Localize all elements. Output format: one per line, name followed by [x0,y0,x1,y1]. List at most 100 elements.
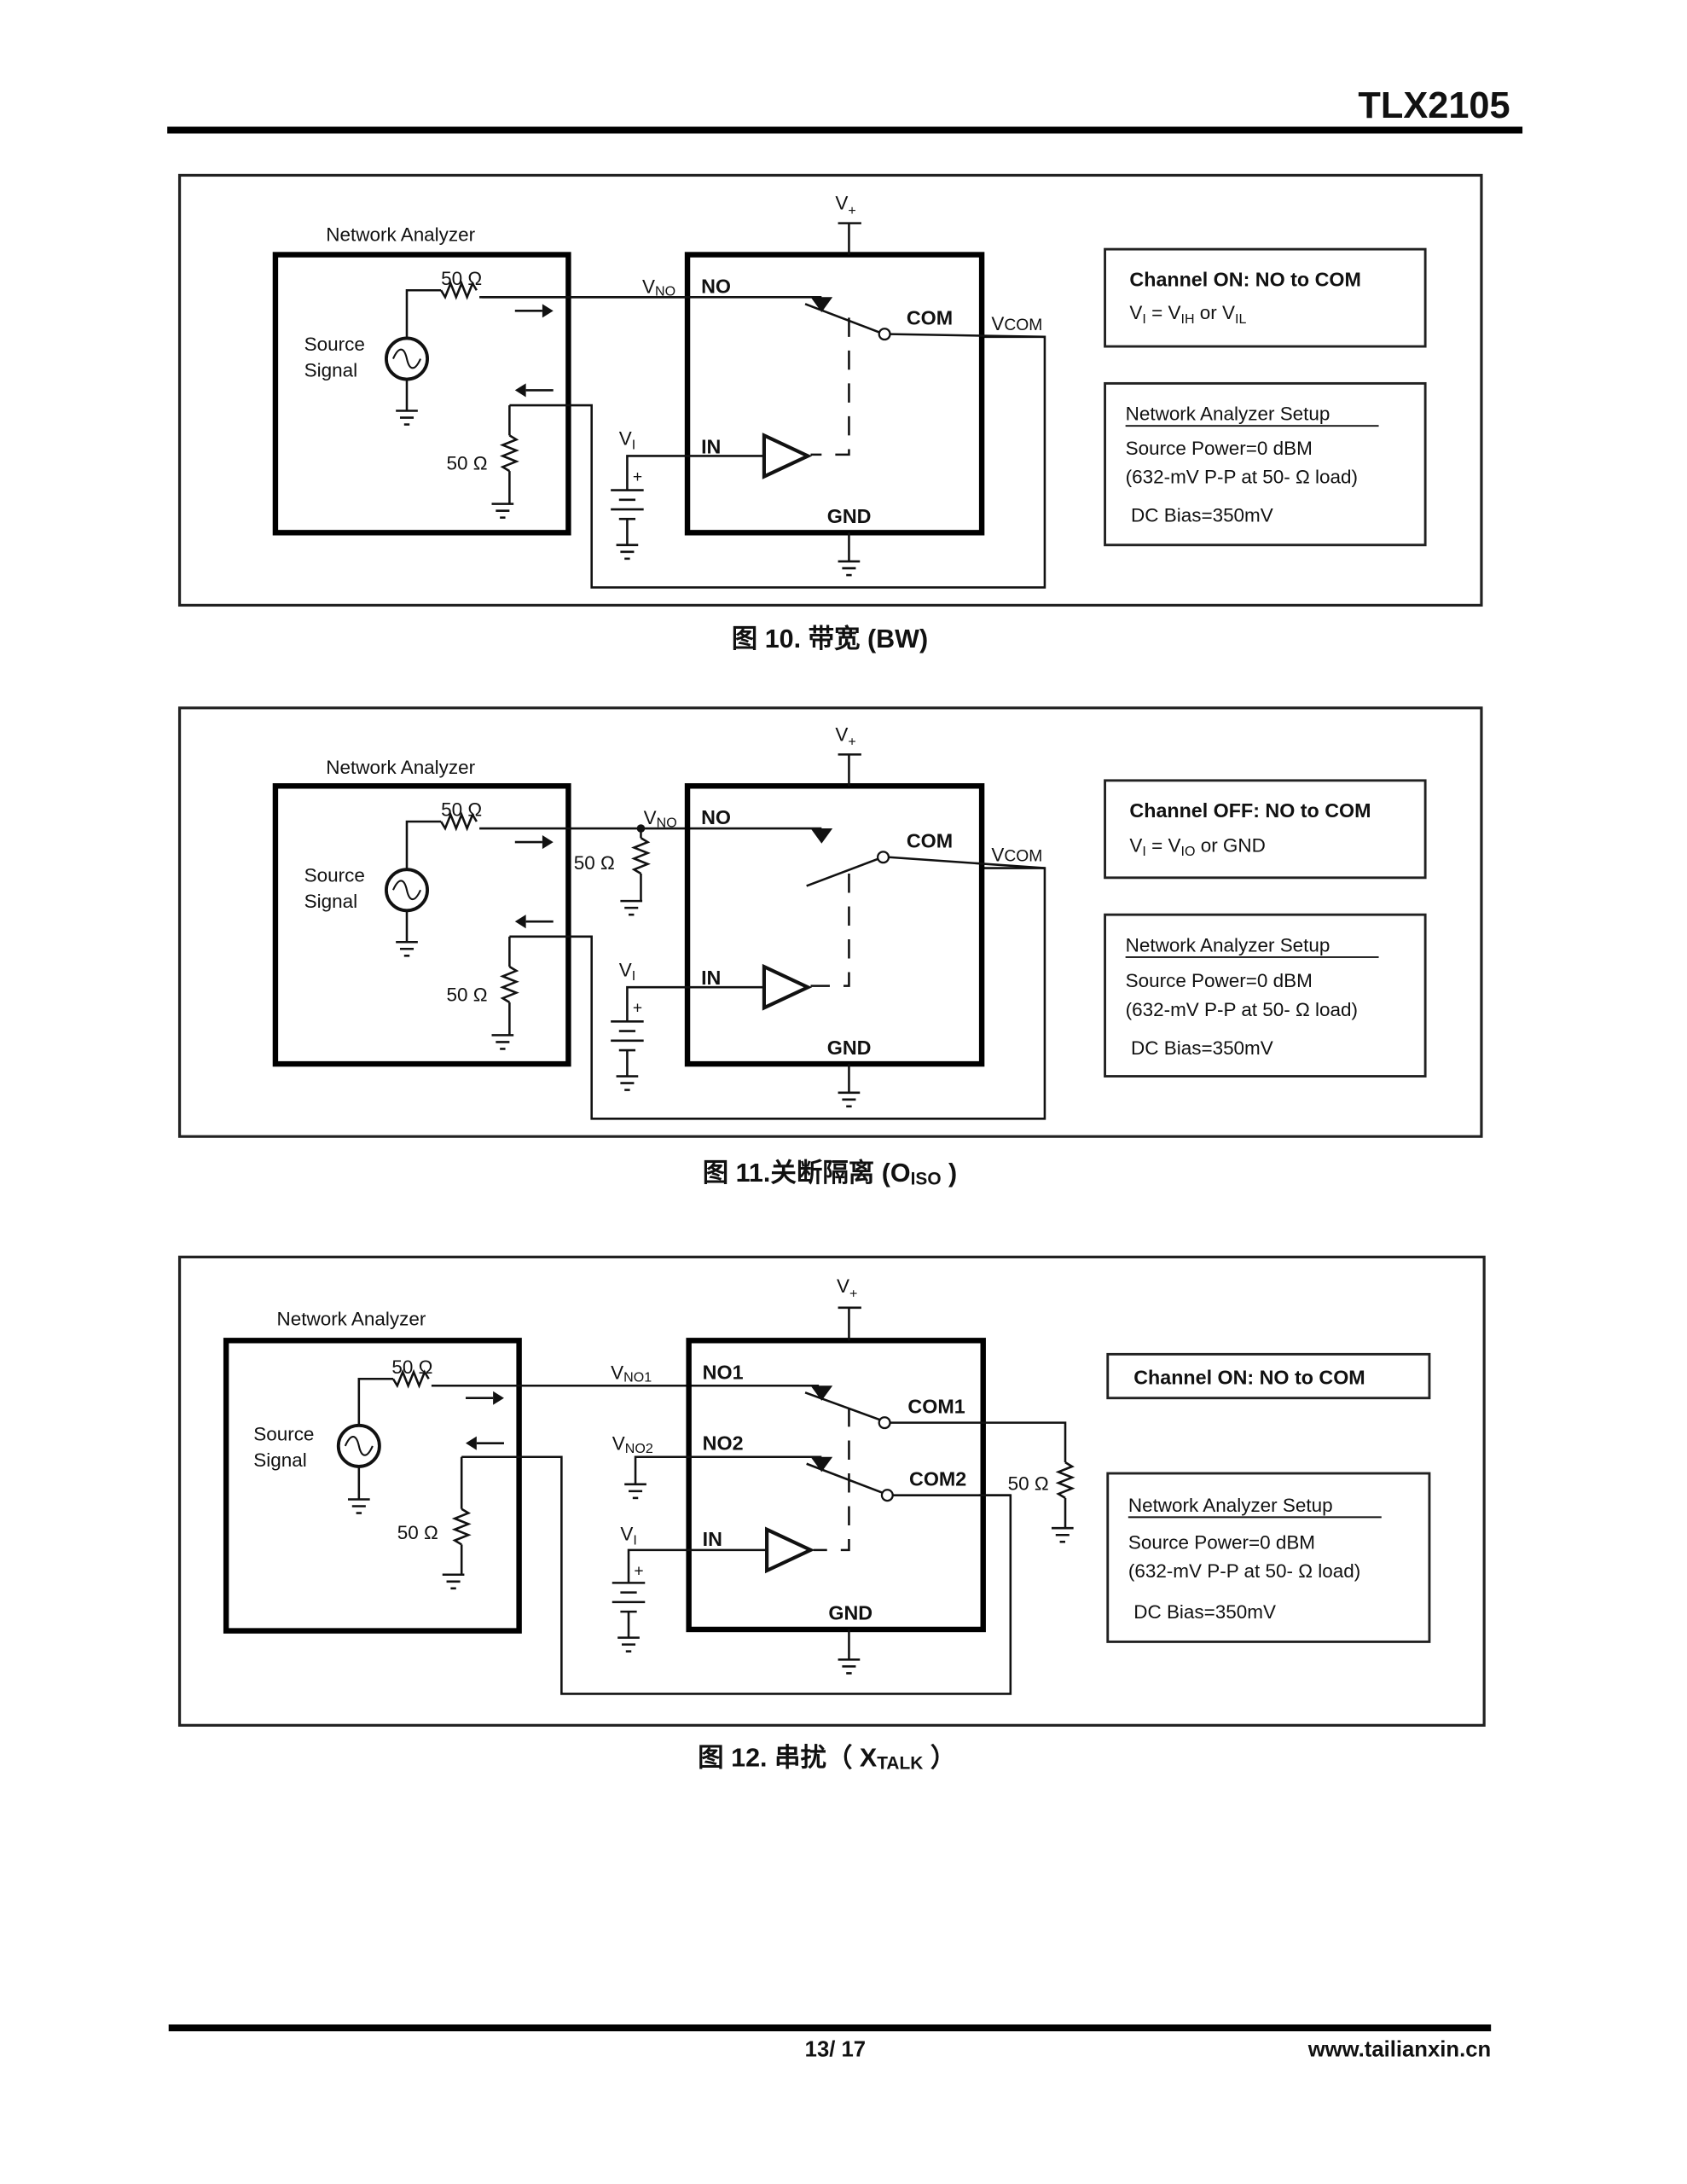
switch-arm-1 [804,1391,881,1421]
switch-arm [804,303,881,334]
setup-dc-bias: DC Bias=350mV [1131,1037,1273,1059]
network-analyzer-box [272,783,571,1067]
setup-dc-bias: DC Bias=350mV [1133,1601,1276,1623]
battery-icon [611,1582,646,1639]
ground-icon [394,940,420,957]
control-link [813,1407,850,1552]
com1-pin-label: COM1 [907,1395,965,1417]
buffer-icon [767,1530,810,1571]
ground-icon [346,1498,371,1514]
arrow-right-icon [514,304,554,318]
resistor-icon [391,1368,430,1389]
vcom-label: VCOM [991,313,1042,334]
no-pin-label: NO [701,275,731,297]
channel-state-box [1106,1352,1431,1400]
signal-label: Signal [304,891,357,912]
channel-state-text: Channel ON: NO to COM [1129,268,1360,290]
load-resistor-label: 50 Ω [447,453,488,474]
resistor-icon [499,434,519,473]
battery-plus: + [633,468,642,486]
contact-icon [810,1385,833,1401]
ground-icon [837,1658,861,1675]
com-terminal [878,328,891,341]
source-resistor-label: 50 Ω [441,799,482,821]
source-signal-icon [336,1423,381,1468]
setup-title: Network Analyzer Setup [1126,404,1330,425]
vi-condition-text: VI = VIO or GND [1129,834,1265,859]
ground-icon [619,899,644,916]
vno1-label: VNO1 [611,1362,652,1385]
source-signal-icon [384,336,430,381]
figure-12-crosstalk: Network Analyzer Source Signal 50 Ω 50 Ω… [177,1255,1486,1774]
resistor-icon [440,280,478,300]
control-link [810,317,850,456]
website-link[interactable]: www.tailianxin.cn [1307,2038,1491,2062]
ground-icon [623,1483,648,1500]
vno2-label: VNO2 [612,1433,653,1456]
contact-icon [810,828,833,844]
gnd-pin-label: GND [827,1037,872,1059]
setup-load: (632-mV P-P at 50- Ω load) [1128,1560,1360,1582]
vi-label: VI [620,1524,636,1548]
com1-resistor-label: 50 Ω [1008,1472,1049,1494]
network-analyzer-label: Network Analyzer [326,224,475,245]
load-resistor-label: 50 Ω [397,1522,438,1543]
vi-label: VI [619,428,635,453]
vi-condition-text: VI = VIH or VIL [1129,302,1246,327]
ground-icon [490,1034,515,1050]
vplus-label: V+ [837,1275,857,1301]
setup-source-power: Source Power=0 dBM [1128,1531,1315,1553]
arrow-left-icon [514,915,554,929]
com2-terminal [880,1489,894,1502]
gnd-pin-label: GND [827,505,872,527]
signal-label: Signal [253,1449,306,1471]
signal-label: Signal [304,359,357,380]
figure-frame [177,706,1483,1138]
resistor-icon [499,966,519,1003]
com2-pin-label: COM2 [909,1467,966,1490]
vplus-label: V+ [835,723,855,749]
network-analyzer-label: Network Analyzer [277,1309,426,1330]
ground-icon [616,1636,641,1653]
network-analyzer-label: Network Analyzer [326,757,475,778]
setup-load: (632-mV P-P at 50- Ω load) [1126,467,1358,488]
channel-state-text: Channel ON: NO to COM [1133,1367,1365,1389]
ground-icon [394,410,420,426]
no-pin-label: NO [701,806,731,828]
no2-pin-label: NO2 [703,1432,744,1455]
in-pin-label: IN [701,435,721,457]
ground-icon [441,1573,466,1590]
network-analyzer-box [223,1338,522,1634]
figure-frame [177,1255,1486,1727]
setup-box [1104,381,1427,547]
figure-caption: 图 10. 带宽 (BW) [732,624,928,653]
source-resistor-label: 50 Ω [391,1356,432,1378]
switch-ic-box [684,252,985,536]
battery-plus: + [634,1562,643,1580]
shunt-resistor-label: 50 Ω [574,852,615,874]
com-terminal [877,851,890,864]
figure-caption: 图 12. 串扰（ XTALK ） [698,1743,956,1773]
channel-state-box [1104,247,1427,348]
resistor-icon [1055,1461,1075,1499]
setup-source-power: Source Power=0 dBM [1126,438,1313,459]
control-link [810,874,850,987]
com1-terminal [878,1416,891,1430]
source-label: Source [304,334,365,355]
setup-source-power: Source Power=0 dBM [1126,970,1313,991]
setup-dc-bias: DC Bias=350mV [1131,505,1273,526]
load-resistor-label: 50 Ω [447,984,488,1005]
contact-icon [810,1456,833,1472]
ground-icon [837,560,861,577]
battery-icon [609,1020,645,1077]
vplus-label: V+ [835,193,855,218]
buffer-icon [764,435,808,476]
ground-icon [490,502,515,519]
figure-caption: 图 11.关断隔离 (OISO ) [703,1158,957,1188]
resistor-icon [440,811,478,832]
setup-title: Network Analyzer Setup [1126,934,1330,956]
figure-10-bandwidth: Network Analyzer Source Signal 50 Ω 50 Ω… [177,173,1483,653]
in-pin-label: IN [703,1528,722,1550]
vcom-label: VCOM [991,845,1042,866]
